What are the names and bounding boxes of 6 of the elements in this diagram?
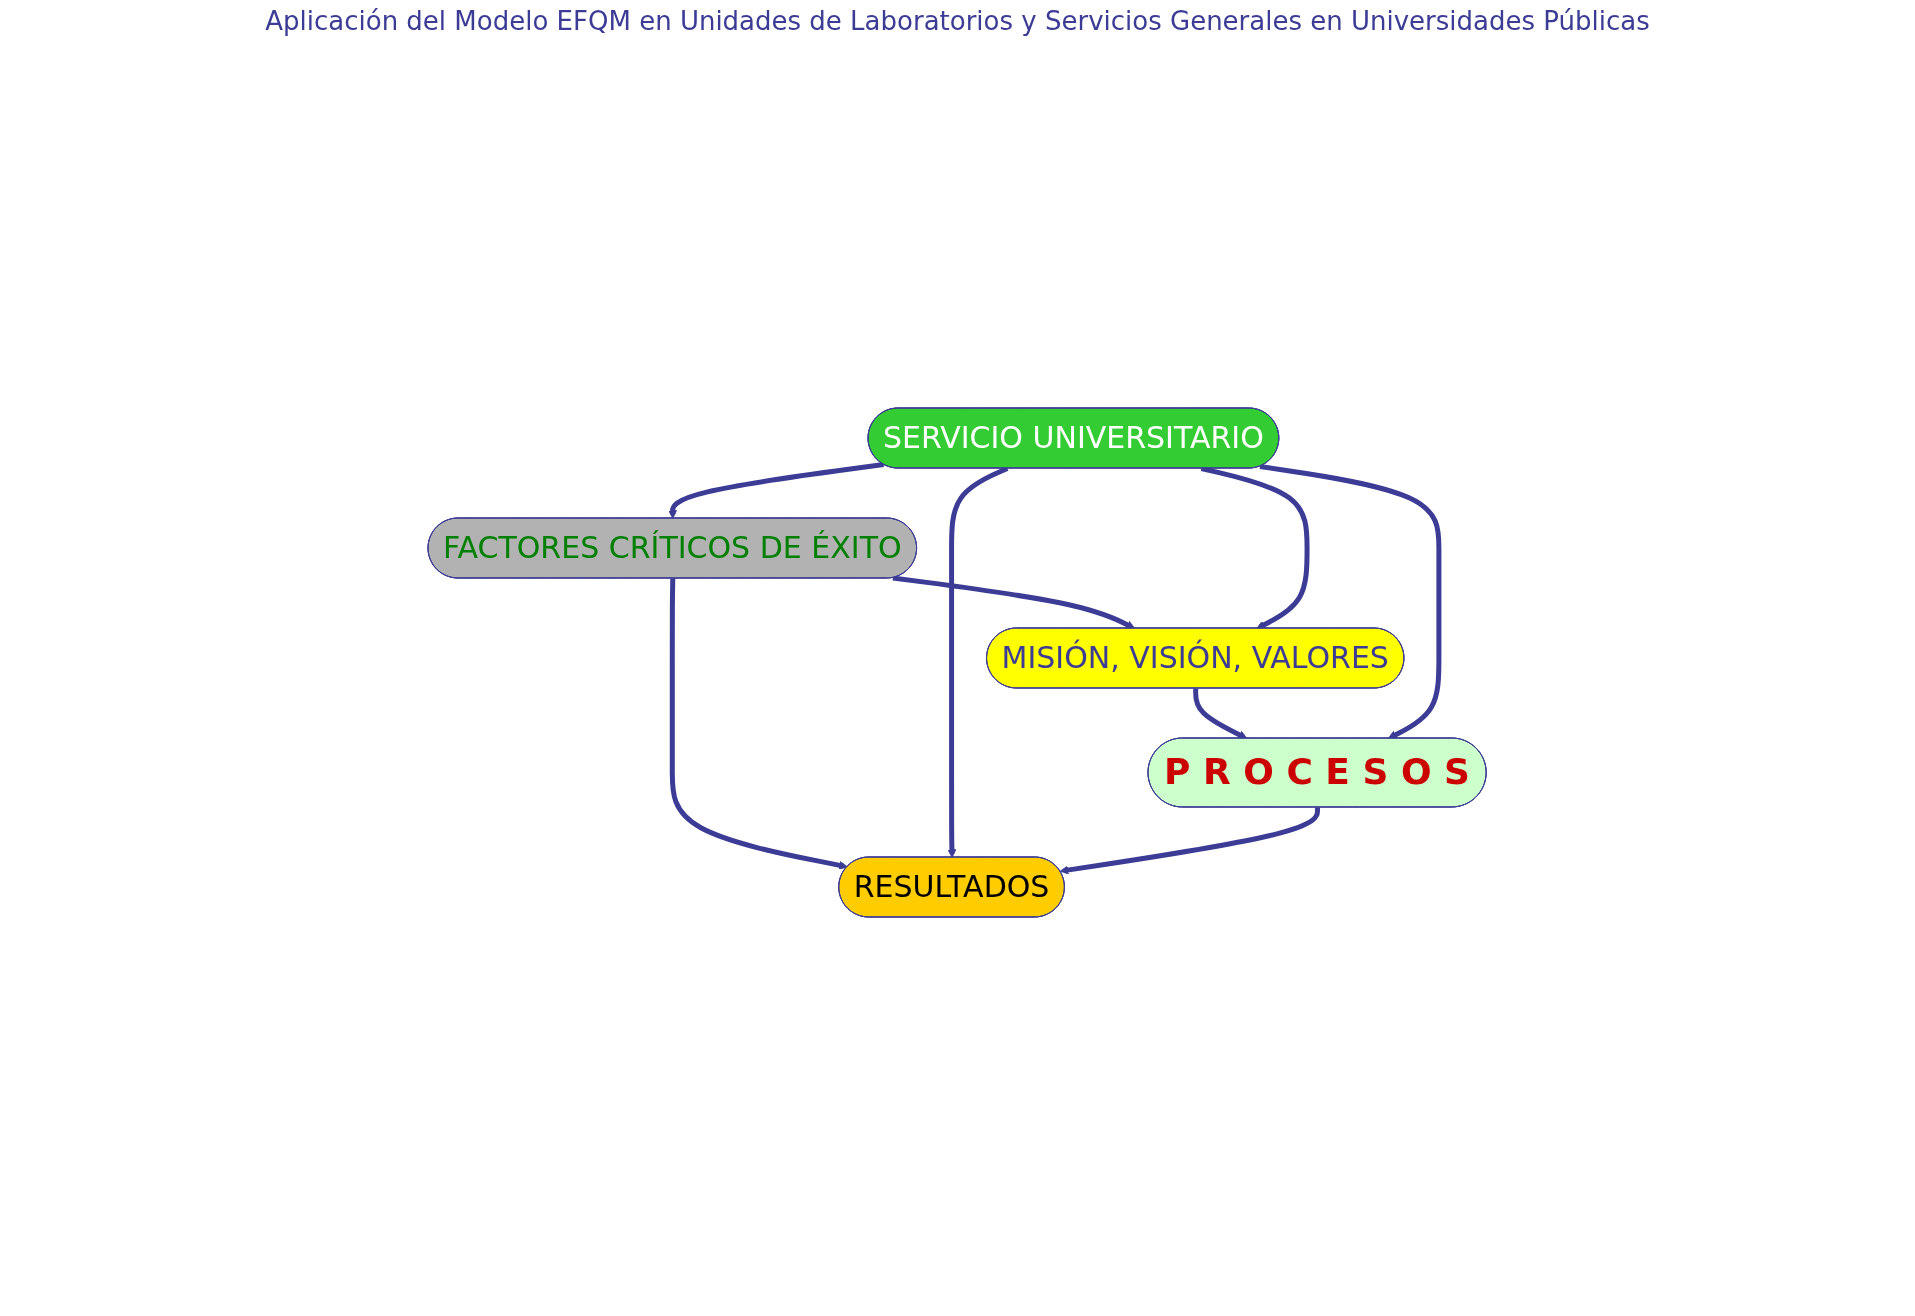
diagram-title: Aplicación del Modelo EFQM en Unidades de Laboratorios y Servicios Generales en Universidades Públicas <box>264 5 1651 38</box>
arrow <box>1260 463 1442 739</box>
arrow <box>1193 687 1248 739</box>
arrow <box>892 574 1136 629</box>
arrow <box>670 577 849 870</box>
arrow <box>668 461 885 519</box>
